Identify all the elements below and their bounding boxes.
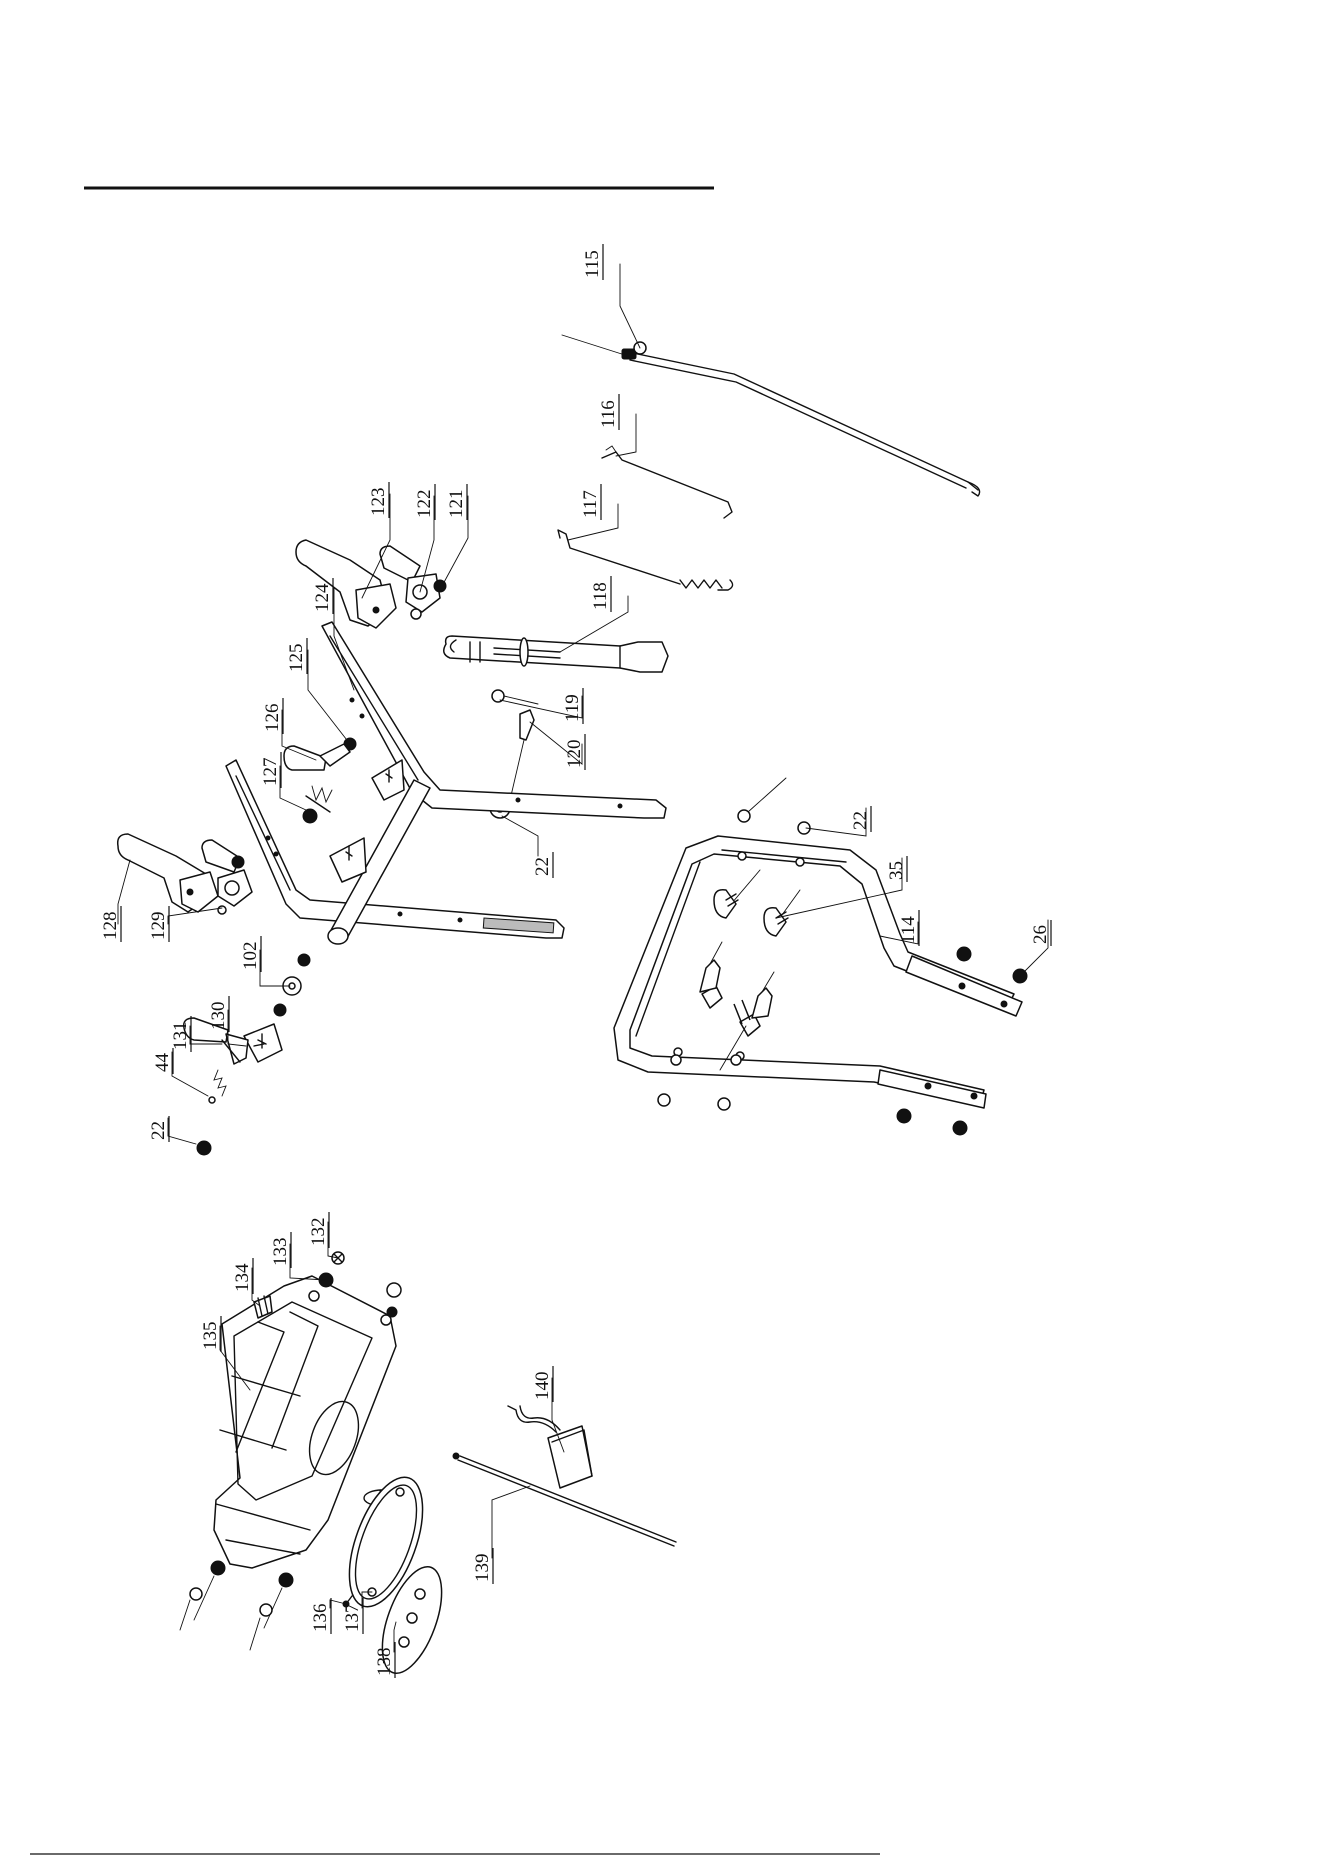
part-label: 122 (414, 484, 435, 520)
frame-fasteners (658, 778, 1027, 1135)
part-label-text: 140 (532, 1372, 553, 1401)
part-label-text: 137 (342, 1604, 363, 1633)
part-label-text: 131 (170, 1022, 191, 1051)
rod-116 (602, 446, 732, 518)
lever-assembly-left (184, 1018, 248, 1155)
part-label-text: 139 (472, 1554, 493, 1583)
part-label-text: 132 (308, 1218, 329, 1247)
part-label-text: 116 (598, 400, 619, 428)
rod-spring-117 (558, 530, 733, 590)
part-label-text: 22 (850, 811, 871, 830)
part-label: 44 (152, 1048, 173, 1074)
lower-handle-frame-114 (614, 836, 1022, 1108)
part-label-text: 26 (1030, 925, 1051, 944)
part-label-text: 121 (446, 490, 467, 519)
part-label: 118 (590, 576, 611, 612)
part-label: 114 (898, 910, 919, 946)
part-label-text: 119 (562, 694, 583, 722)
part-label-text: 22 (532, 857, 553, 876)
part-label-text: 124 (312, 583, 333, 612)
part-label: 134 (232, 1258, 253, 1294)
part-label-text: 117 (580, 490, 601, 518)
washer-stack-102 (274, 954, 310, 1016)
part-label: 120 (564, 734, 585, 770)
part-label-text: 102 (240, 942, 261, 971)
part-label: 117 (580, 484, 601, 520)
part-label-text: 35 (886, 861, 907, 880)
handle-tube-118 (444, 636, 668, 672)
part-label: 140 (532, 1366, 553, 1402)
part-label: 35 (886, 856, 907, 882)
plate-140 (508, 1406, 592, 1488)
part-label-text: 22 (148, 1121, 169, 1140)
part-label-text: 138 (374, 1648, 395, 1677)
grip-assembly-left (118, 834, 252, 914)
part-label-text: 115 (582, 250, 603, 278)
part-label-text: 135 (200, 1322, 221, 1351)
part-label-text: 123 (368, 488, 389, 517)
part-label: 102 (240, 936, 261, 972)
part-label-text: 118 (590, 582, 611, 610)
part-label-text: 128 (100, 912, 121, 941)
part-label: 22 (148, 1116, 169, 1142)
part-label-text: 122 (414, 490, 435, 519)
part-label: 119 (562, 688, 583, 724)
part-label: 125 (286, 638, 307, 674)
part-label: 126 (262, 698, 283, 734)
part-label-text: 114 (898, 916, 919, 944)
part-label-text: 129 (148, 912, 169, 941)
part-label: 132 (308, 1212, 329, 1248)
part-label-text: 120 (564, 740, 585, 769)
part-label-text: 136 (310, 1604, 331, 1633)
part-label: 139 (472, 1548, 493, 1584)
part-label-text: 126 (262, 704, 283, 733)
part-label: 136 (310, 1598, 331, 1634)
part-label: 123 (368, 482, 389, 518)
part-label: 116 (598, 394, 619, 430)
part-label: 129 (148, 906, 169, 942)
part-label-text: 125 (286, 644, 307, 673)
lever-assembly-right (284, 738, 356, 823)
cable-115 (562, 335, 980, 496)
part-label: 22 (850, 806, 871, 832)
part-label-text: 134 (232, 1263, 253, 1292)
part-label: 22 (532, 852, 553, 878)
part-label-text: 130 (208, 1002, 229, 1031)
part-label: 133 (270, 1232, 291, 1268)
part-label: 121 (446, 484, 467, 520)
part-label-text: 127 (260, 758, 281, 787)
part-label-text: 44 (152, 1053, 173, 1073)
part-label: 127 (260, 752, 281, 788)
part-label: 135 (200, 1316, 221, 1352)
part-label-text: 133 (270, 1238, 291, 1267)
part-label: 130 (208, 996, 229, 1032)
part-label: 115 (582, 244, 603, 280)
bracket-130 (244, 1024, 282, 1062)
